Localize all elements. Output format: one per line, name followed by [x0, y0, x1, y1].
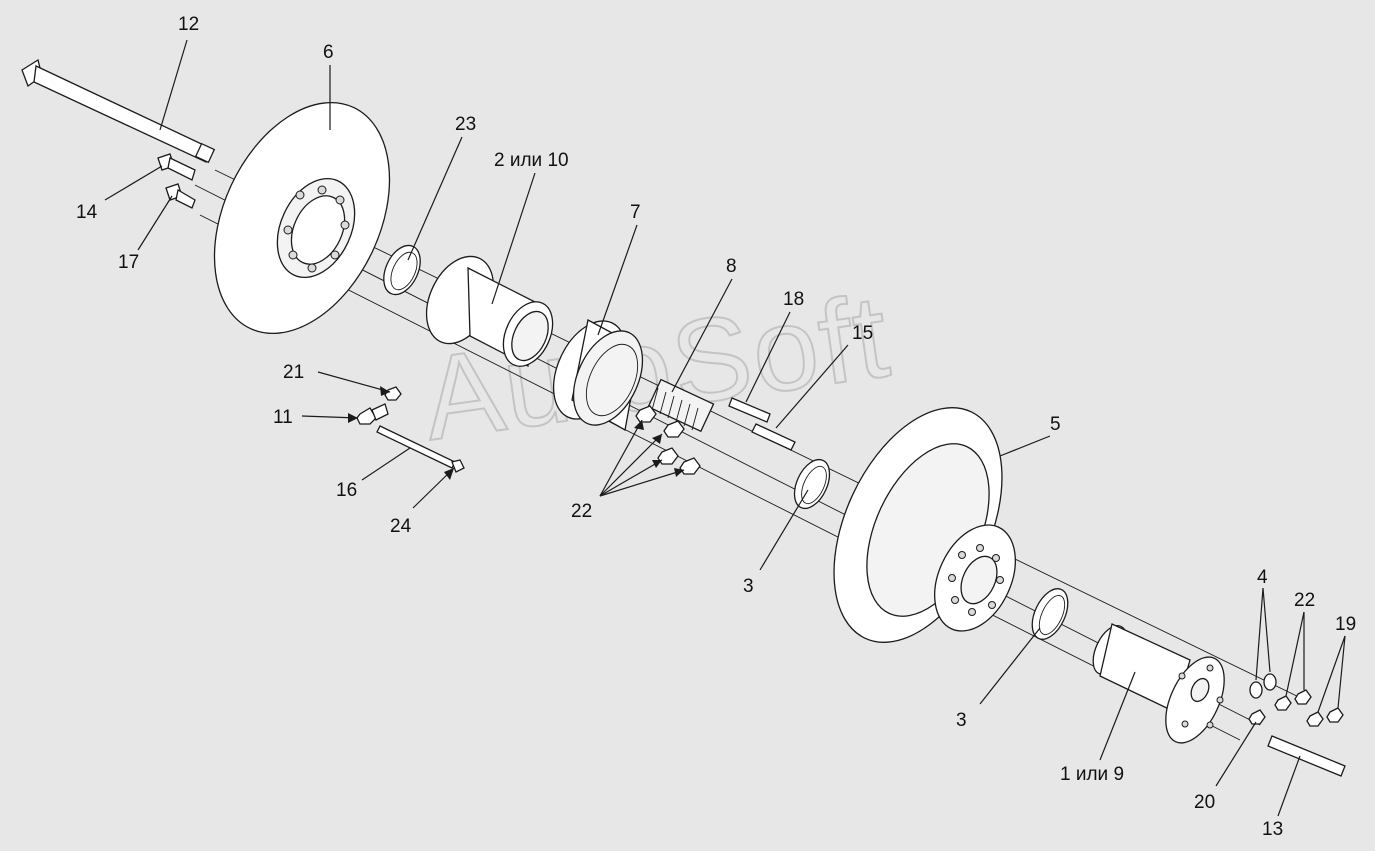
snap-ring-part-3-upper — [793, 458, 831, 510]
callout-2-or-10: 2 или 10 — [494, 150, 569, 171]
callout-20: 20 — [1194, 792, 1215, 813]
sheave-part-5 — [833, 407, 1016, 643]
callout-8: 8 — [726, 256, 737, 277]
callout-19: 19 — [1335, 614, 1356, 635]
leader-lines — [104, 39, 1346, 817]
hub-part-2-or-10 — [425, 255, 554, 368]
callout-4: 4 — [1257, 567, 1268, 588]
nuts-part-22-middle — [635, 405, 701, 475]
callout-16: 16 — [336, 480, 357, 501]
callout-24: 24 — [390, 516, 412, 537]
callout-3-upper: 3 — [743, 576, 754, 597]
washers-nuts-4-22-19-20 — [1248, 673, 1344, 727]
callout-15: 15 — [852, 323, 873, 344]
bolt-part-14 — [157, 153, 196, 181]
callout-17: 17 — [118, 252, 139, 273]
snap-ring-part-3-lower — [1031, 588, 1069, 640]
callout-18: 18 — [783, 289, 804, 310]
bolt-part-17 — [165, 183, 196, 209]
small-parts-21-11-16-24 — [356, 386, 465, 473]
callout-6: 6 — [323, 42, 334, 63]
callout-14: 14 — [76, 202, 98, 223]
callout-21: 21 — [283, 362, 304, 383]
callout-5: 5 — [1050, 414, 1061, 435]
snap-ring-part-23 — [383, 244, 421, 296]
callout-1-or-9: 1 или 9 — [1060, 764, 1124, 785]
callout-12: 12 — [178, 14, 199, 35]
long-bolt-part-12 — [21, 58, 216, 164]
callout-22-middle: 22 — [571, 501, 592, 522]
drum-part-7 — [552, 319, 644, 432]
disc-part-6 — [213, 101, 391, 335]
callout-3-lower: 3 — [956, 710, 967, 731]
callout-22-right: 22 — [1294, 590, 1315, 611]
key-part-13 — [1267, 735, 1346, 777]
pins-part-18-15 — [728, 397, 796, 451]
shaft-part-1-or-9 — [1092, 623, 1225, 744]
spring-part-8 — [647, 378, 715, 433]
callout-11: 11 — [273, 407, 293, 428]
callout-7: 7 — [630, 202, 641, 223]
callout-23: 23 — [455, 114, 476, 135]
callout-13: 13 — [1262, 819, 1283, 840]
arrowheads — [348, 386, 684, 480]
callout-labels: 12 6 23 2 или 10 14 7 17 8 18 15 21 11 5… — [76, 14, 1356, 840]
